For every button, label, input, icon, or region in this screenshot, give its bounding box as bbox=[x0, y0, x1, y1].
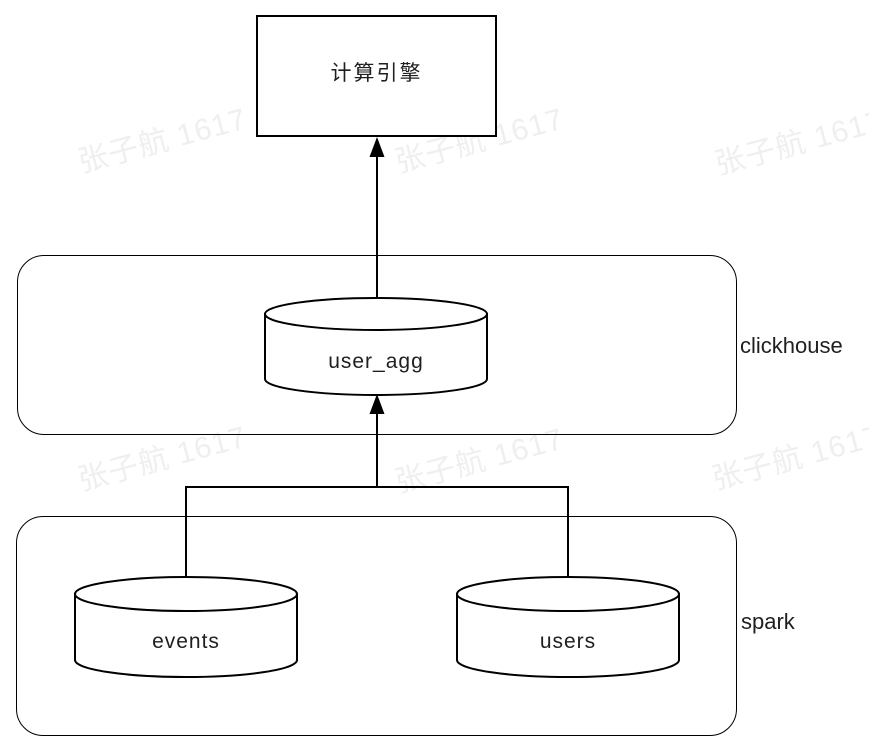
clickhouse-group-label: clickhouse bbox=[740, 333, 843, 358]
events-label: events bbox=[152, 630, 220, 653]
spark-group bbox=[16, 516, 737, 736]
arrow-spark-to-useragg bbox=[369, 394, 385, 488]
events-cylinder bbox=[74, 576, 298, 678]
compute-engine-node: 计算引擎 bbox=[256, 15, 497, 137]
user-agg-label: user_agg bbox=[328, 350, 424, 373]
user-agg-cylinder bbox=[264, 297, 488, 396]
users-label: users bbox=[539, 630, 597, 653]
spark-group-label: spark bbox=[741, 609, 795, 634]
compute-engine-label: 计算引擎 bbox=[330, 62, 423, 85]
clickhouse-group bbox=[17, 255, 737, 435]
users-cylinder bbox=[456, 576, 680, 678]
arrow-useragg-to-engine bbox=[369, 137, 385, 299]
